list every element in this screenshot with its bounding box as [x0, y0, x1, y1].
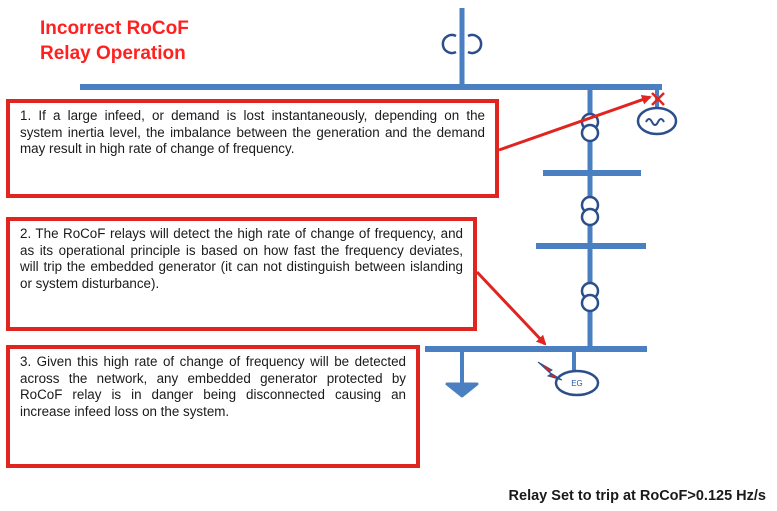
embedded-generator-icon: [554, 369, 600, 397]
trip-cross-icon: [651, 92, 665, 106]
explanation-box-3: 3. Given this high rate of change of fre…: [6, 345, 420, 468]
transformer-3-icon: [580, 281, 600, 313]
arrow-box1-to-generator: [498, 94, 652, 152]
arrow-box2-to-embedded-generator: [475, 270, 547, 346]
slide-title: Incorrect RoCoF Relay Operation: [40, 16, 189, 66]
title-line-1: Incorrect RoCoF: [40, 18, 189, 39]
top-transformer-icon: [441, 33, 483, 55]
embedded-generator-label: EG: [571, 379, 583, 388]
lightning-icon: [537, 361, 563, 381]
explanation-box-1: 1. If a large infeed, or demand is lost …: [6, 99, 499, 198]
explanation-box-2: 2. The RoCoF relays will detect the high…: [6, 217, 477, 331]
intermediate-bus-2: [536, 243, 646, 249]
title-line-2: Relay Operation: [40, 43, 186, 64]
grid-generator-icon: [636, 106, 678, 136]
load-arrow-icon: [445, 382, 479, 398]
relay-setting-note: Relay Set to trip at RoCoF>0.125 Hz/s: [508, 488, 766, 504]
transformer-2-icon: [580, 195, 600, 227]
main-busbar: [80, 84, 662, 90]
intermediate-bus-1: [543, 170, 641, 176]
distribution-bus: [425, 346, 647, 352]
